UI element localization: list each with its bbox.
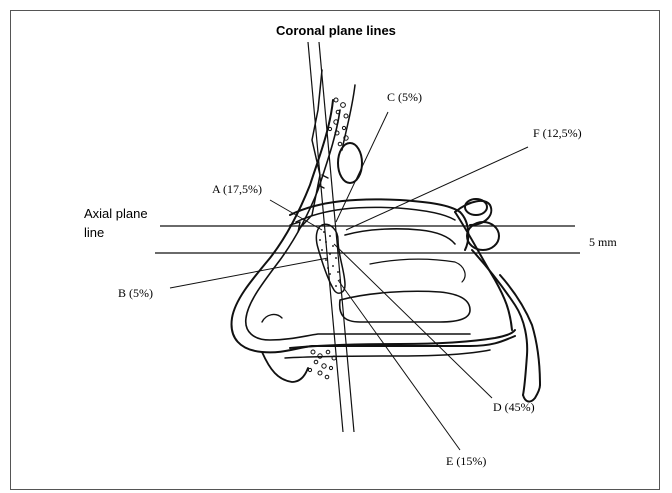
coronal-line-2	[319, 42, 354, 432]
coronal-plane-label: Coronal plane lines	[276, 23, 396, 38]
nasal-bone-inner	[342, 85, 355, 150]
bone-texture-upper	[328, 98, 348, 146]
bone-texture-lower	[308, 350, 336, 379]
axial-plane-label-line2: line	[84, 225, 104, 240]
distance-label: 5 mm	[589, 235, 617, 249]
leader-f	[346, 147, 528, 230]
middle-turbinate	[345, 229, 455, 244]
nasal-cavity-roof-inner	[296, 207, 455, 222]
leader-c	[336, 112, 388, 222]
hard-palate-inner	[285, 350, 490, 358]
leader-e	[338, 280, 460, 450]
axial-plane-label-line1: Axial plane	[84, 206, 148, 221]
lip-upper	[262, 352, 308, 382]
label-e: E (15%)	[446, 454, 486, 468]
label-b: B (5%)	[118, 286, 153, 300]
pharynx-wall-outer	[472, 250, 527, 395]
label-a: A (17,5%)	[212, 182, 262, 196]
posterior-wall	[455, 212, 512, 330]
label-f: F (12,5%)	[533, 126, 582, 140]
label-c: C (5%)	[387, 90, 422, 104]
turbinate-inner	[370, 259, 465, 282]
inferior-turbinate	[340, 291, 470, 322]
frontal-sinus	[338, 143, 362, 183]
nostril	[262, 315, 282, 322]
leader-d	[334, 244, 492, 398]
label-d: D (45%)	[493, 400, 535, 414]
